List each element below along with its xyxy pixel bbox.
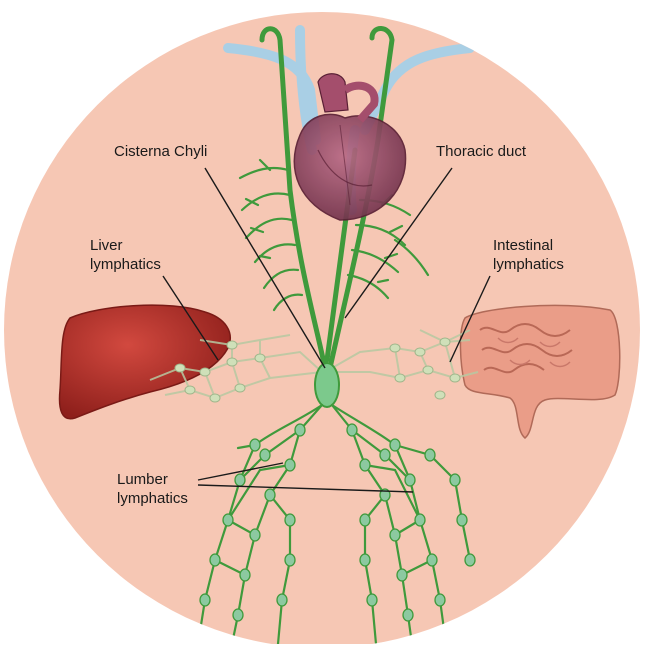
label-intestinal-lymphatics: Intestinal lymphatics [493,236,564,274]
label-lumber-lymphatics: Lumber lymphatics [117,470,188,508]
label-lumber-line1: Lumber [117,470,188,489]
cisterna-chyli [315,363,339,407]
label-thoracic-duct: Thoracic duct [436,142,526,161]
label-lumber-line2: lymphatics [117,489,188,508]
label-liver-line2: lymphatics [90,255,161,274]
label-intestinal-line2: lymphatics [493,255,564,274]
label-cisterna-chyli: Cisterna Chyli [114,142,207,161]
label-liver-line1: Liver [90,236,161,255]
label-liver-lymphatics: Liver lymphatics [90,236,161,274]
label-intestinal-line1: Intestinal [493,236,564,255]
